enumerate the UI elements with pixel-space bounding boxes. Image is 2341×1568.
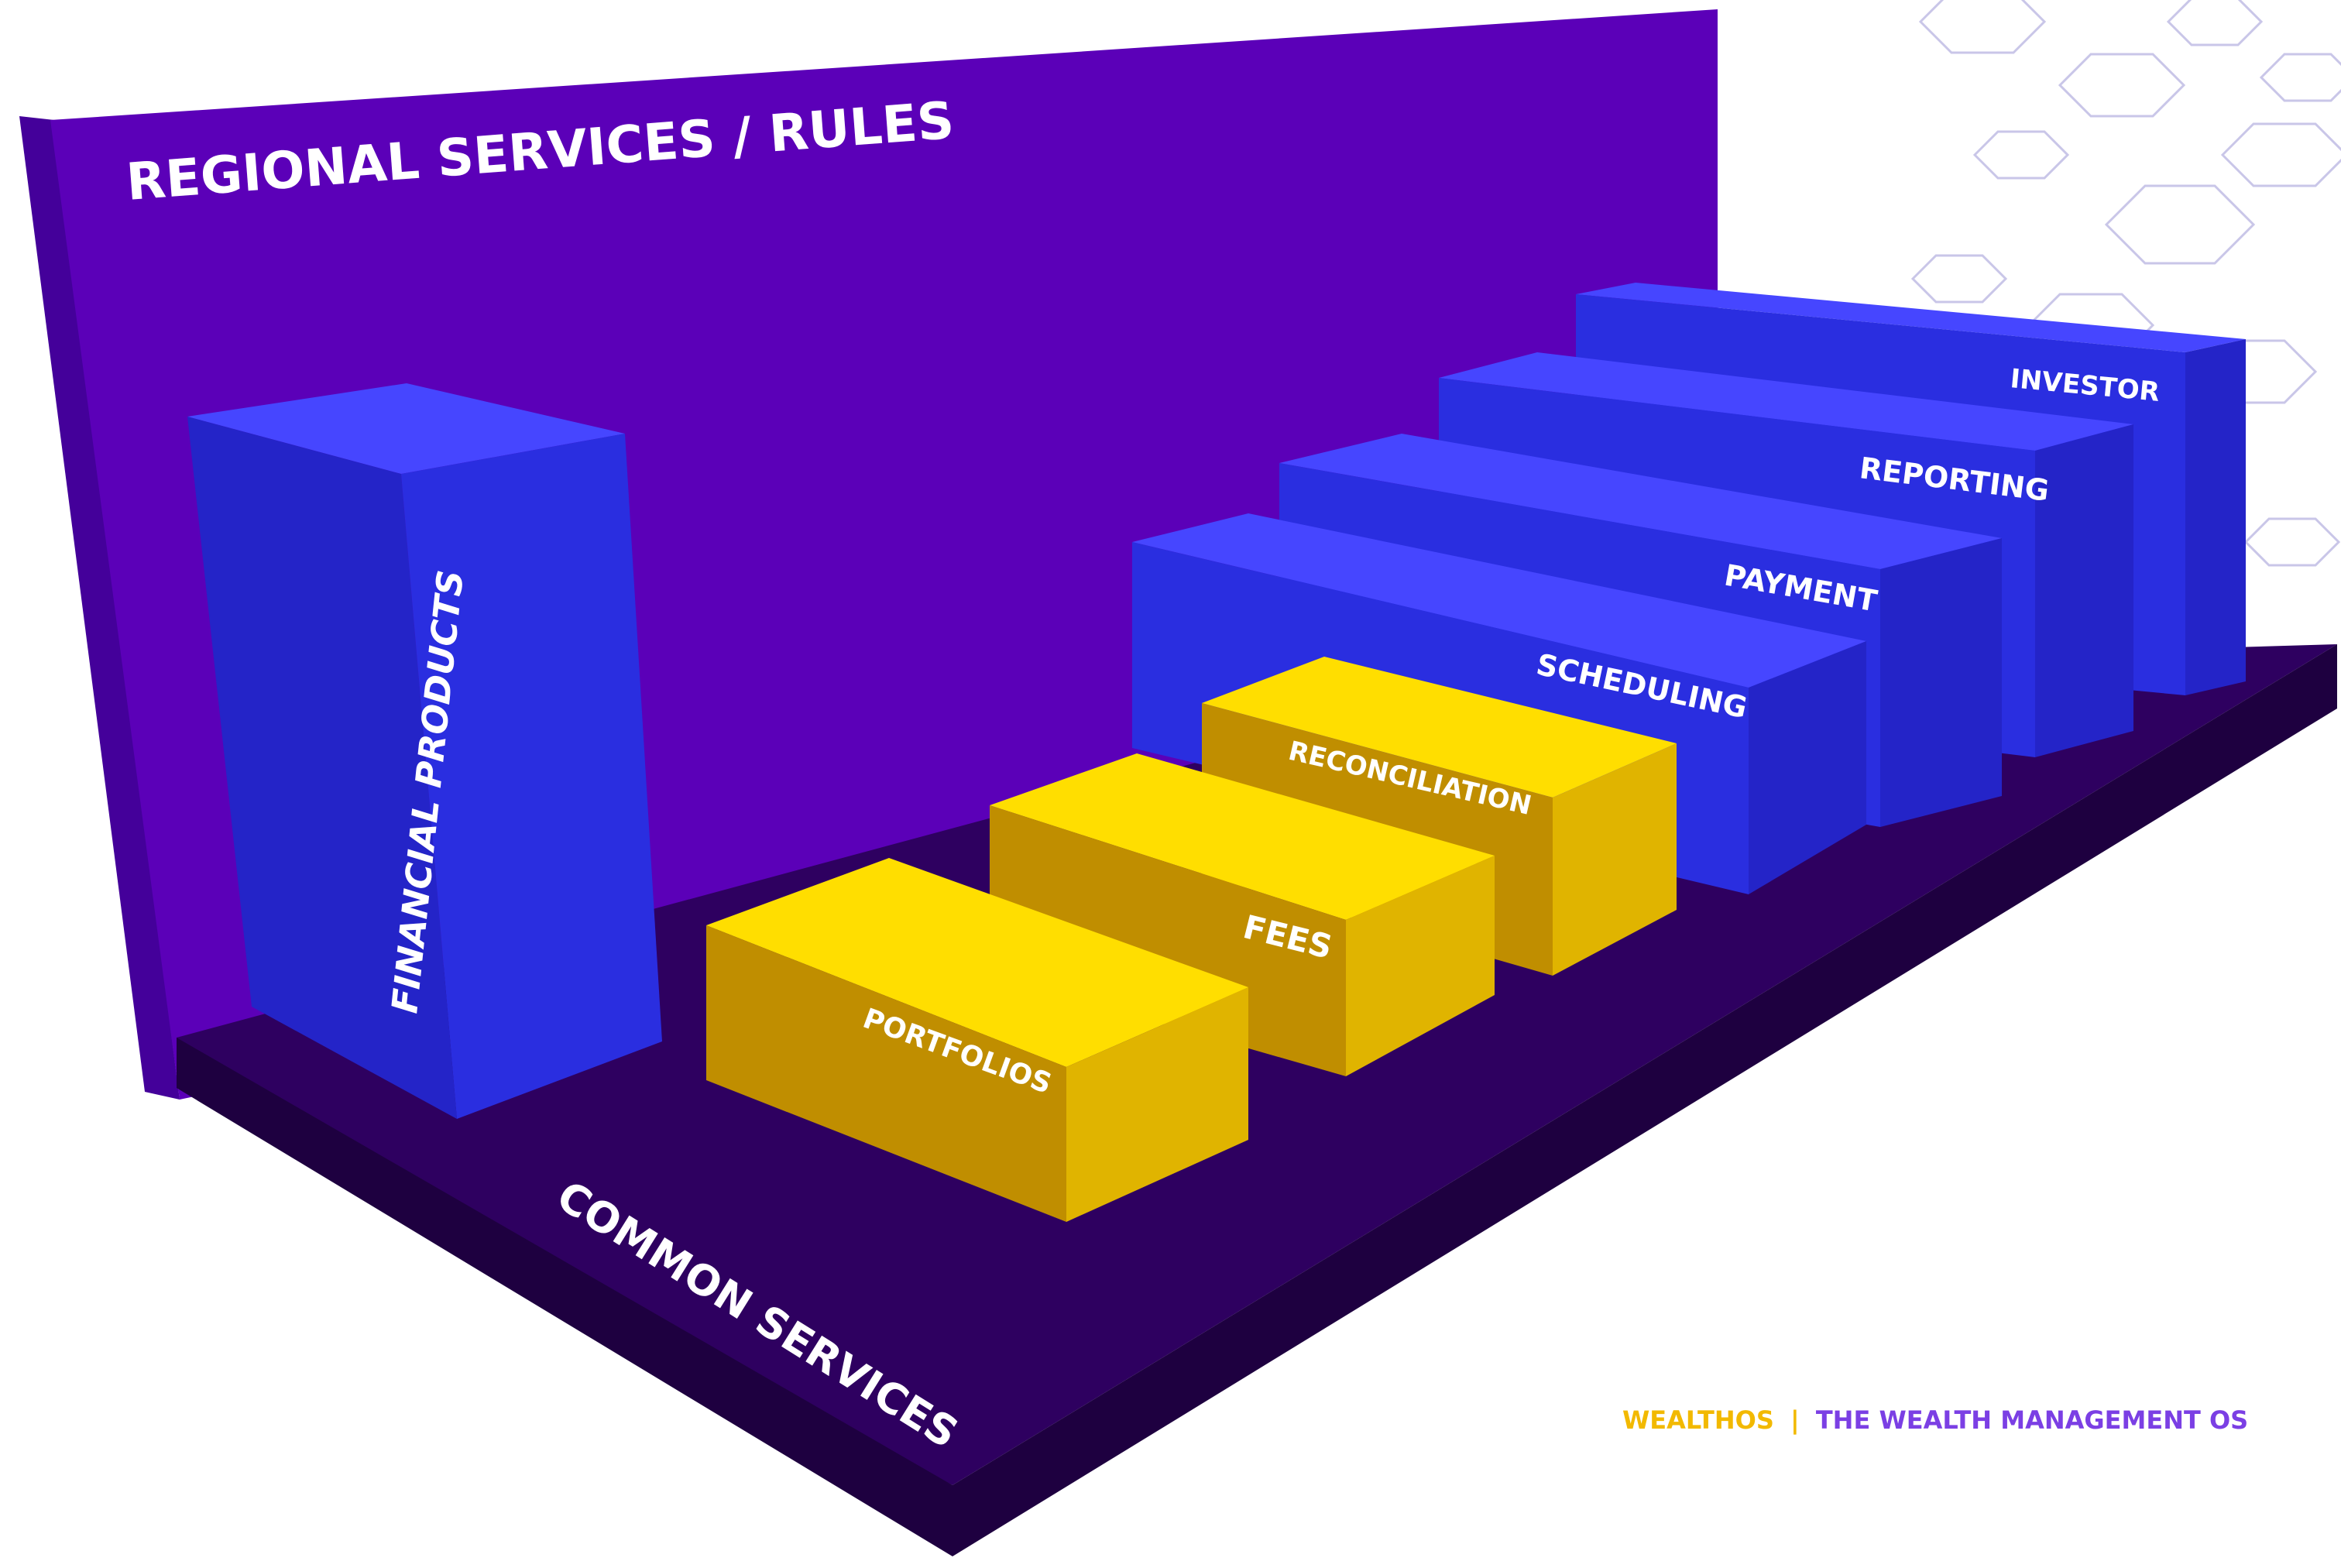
tagline: WEALTHOS | THE WEALTH MANAGEMENT OS — [1622, 1405, 2248, 1436]
tagline-separator: | — [1790, 1405, 1800, 1436]
block-financial-products: FINANCIAL PRODUCTS — [187, 383, 662, 1119]
floor-platform-side — [953, 644, 2337, 1556]
block-portfolios: PORTFOLIOS — [706, 858, 1248, 1222]
floor-platform-front — [177, 1038, 953, 1556]
tagline-brand: WEALTHOS — [1622, 1405, 1774, 1435]
hexagon-pattern — [1910, 0, 2341, 567]
block-fees: FEES — [990, 753, 1495, 1076]
tagline-slogan: THE WEALTH MANAGEMENT OS — [1816, 1405, 2248, 1435]
back-wall-side — [19, 116, 180, 1100]
